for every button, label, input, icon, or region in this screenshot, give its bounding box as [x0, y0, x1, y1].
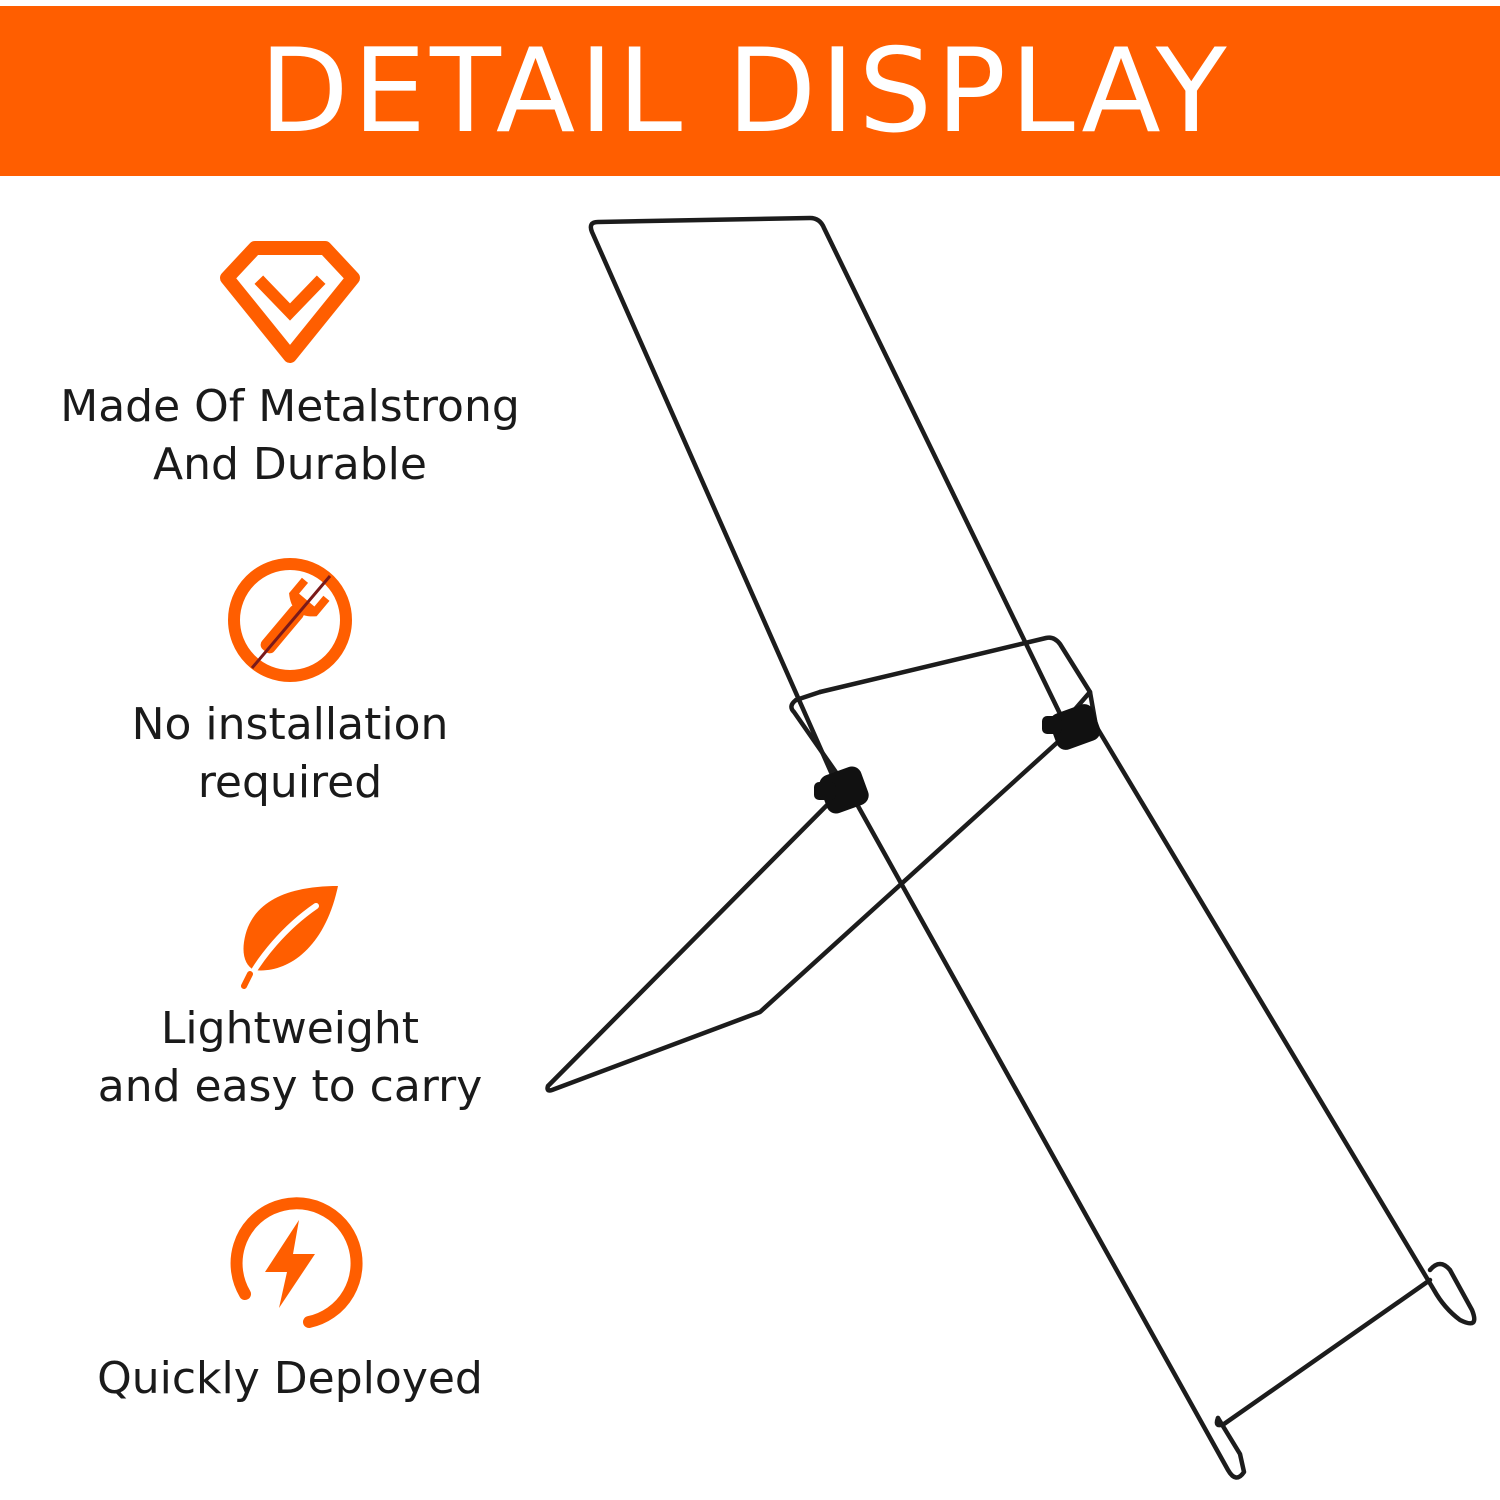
page-title: DETAIL DISPLAY [259, 23, 1231, 159]
feature-label: Quickly Deployed [97, 1353, 483, 1404]
feature-label: Made Of Metalstrong And Durable [60, 381, 520, 490]
metal-wire-stand-image [545, 215, 1477, 1480]
no-wrench-icon [228, 558, 352, 682]
lightning-circle-icon [230, 1197, 363, 1328]
feature-item-no-installation: No installation required [20, 556, 560, 812]
feature-item-durable: Made Of Metalstrong And Durable [20, 238, 560, 494]
diamond-check-icon [220, 241, 360, 363]
feature-item-quickly-deployed: Quickly Deployed [20, 1190, 560, 1408]
feature-label: Lightweight and easy to carry [97, 1003, 483, 1112]
leaf-icon [241, 886, 338, 989]
feature-item-lightweight: Lightweight and easy to carry [20, 880, 560, 1116]
feature-label: No installation required [131, 699, 449, 808]
header-banner: DETAIL DISPLAY [0, 6, 1500, 176]
